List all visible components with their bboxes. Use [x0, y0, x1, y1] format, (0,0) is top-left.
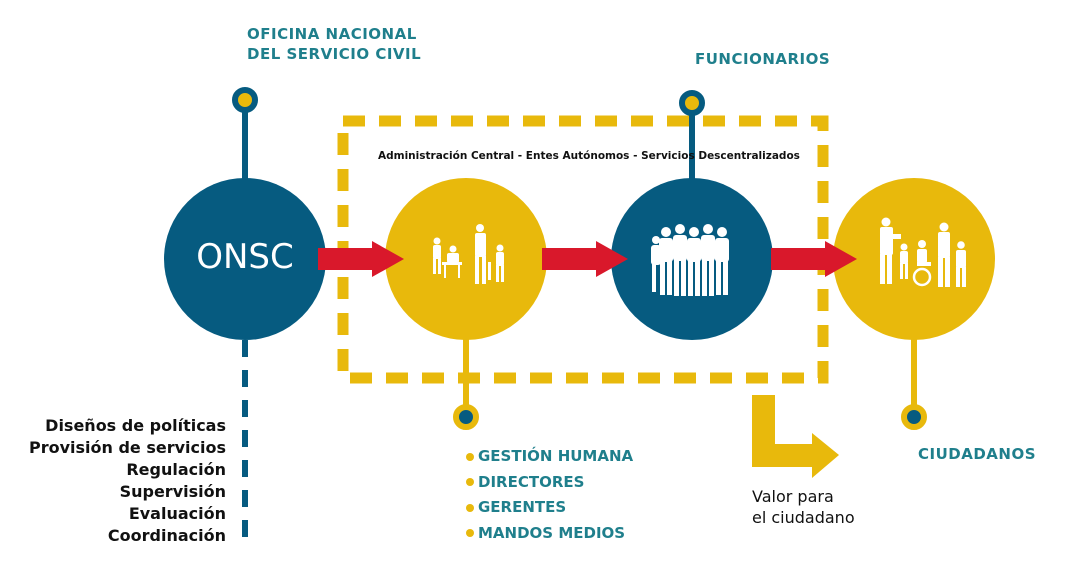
funcionarios-pin: [679, 90, 705, 116]
function-item: Coordinación: [107, 526, 226, 545]
management-circle: [385, 178, 547, 340]
role-label: DIRECTORES: [478, 472, 585, 491]
ciudadanos-title: CIUDADANOS: [918, 445, 1036, 463]
bullet-icon: [466, 503, 474, 512]
function-item: Regulación: [126, 460, 226, 479]
onsc-functions-list: Diseños de políticas Provisión de servic…: [29, 415, 226, 547]
valor-label: Valor para el ciudadano: [752, 486, 855, 528]
people-group-icon: [433, 224, 504, 284]
gestion-pin: [453, 404, 479, 430]
onsc-title-line2: DEL SERVICIO CIVIL: [247, 45, 422, 63]
administration-label: Administración Central - Entes Autónomos…: [378, 150, 800, 162]
role-item: GESTIÓN HUMANA: [466, 444, 633, 470]
valor-line1: Valor para: [752, 487, 834, 506]
crowd-icon: [651, 224, 729, 296]
function-item: Evaluación: [128, 504, 226, 523]
role-label: MANDOS MEDIOS: [478, 523, 626, 542]
role-item: DIRECTORES: [466, 470, 633, 496]
funcionarios-title: FUNCIONARIOS: [695, 50, 831, 68]
role-item: GERENTES: [466, 495, 633, 521]
function-item: Diseños de políticas: [45, 416, 226, 435]
arrow-funcionarios-to-ciudadanos: [771, 241, 857, 277]
role-item: MANDOS MEDIOS: [466, 521, 633, 547]
function-item: Supervisión: [119, 482, 226, 501]
onsc-title: OFICINA NACIONAL DEL SERVICIO CIVIL: [247, 24, 421, 64]
ciudadanos-circle: [833, 178, 995, 340]
management-roles-list: GESTIÓN HUMANA DIRECTORES GERENTES MANDO…: [466, 444, 633, 546]
ciudadanos-pin: [901, 404, 927, 430]
onsc-circle: [164, 178, 326, 340]
onsc-title-line1: OFICINA NACIONAL: [247, 25, 417, 43]
valor-arrow: [752, 395, 839, 478]
bullet-icon: [466, 478, 474, 487]
onsc-label: ONSC: [196, 237, 294, 277]
valor-line2: el ciudadano: [752, 508, 855, 527]
onsc-pin: [232, 87, 258, 113]
role-label: GERENTES: [478, 498, 567, 516]
bullet-icon: [466, 529, 474, 538]
role-label: GESTIÓN HUMANA: [478, 447, 634, 465]
arrow-onsc-to-management: [318, 241, 404, 277]
arrow-management-to-funcionarios: [542, 241, 628, 277]
citizens-icon: [880, 217, 966, 287]
bullet-icon: [466, 452, 474, 461]
function-item: Provisión de servicios: [28, 438, 226, 457]
